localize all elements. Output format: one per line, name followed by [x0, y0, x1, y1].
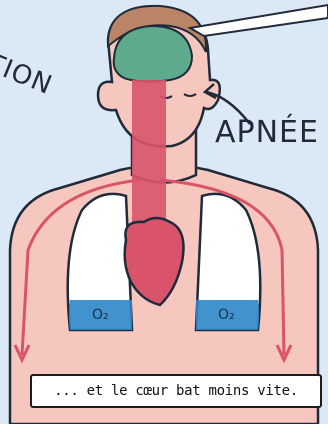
bubble-tail	[190, 5, 328, 36]
apnea-label: APNÉE	[215, 115, 319, 150]
caption-box: ... et le cœur bat moins vite.	[30, 374, 322, 408]
o2-label-left: O₂	[92, 307, 109, 323]
o2-label-right: O₂	[218, 307, 235, 323]
brain-icon	[114, 26, 192, 82]
